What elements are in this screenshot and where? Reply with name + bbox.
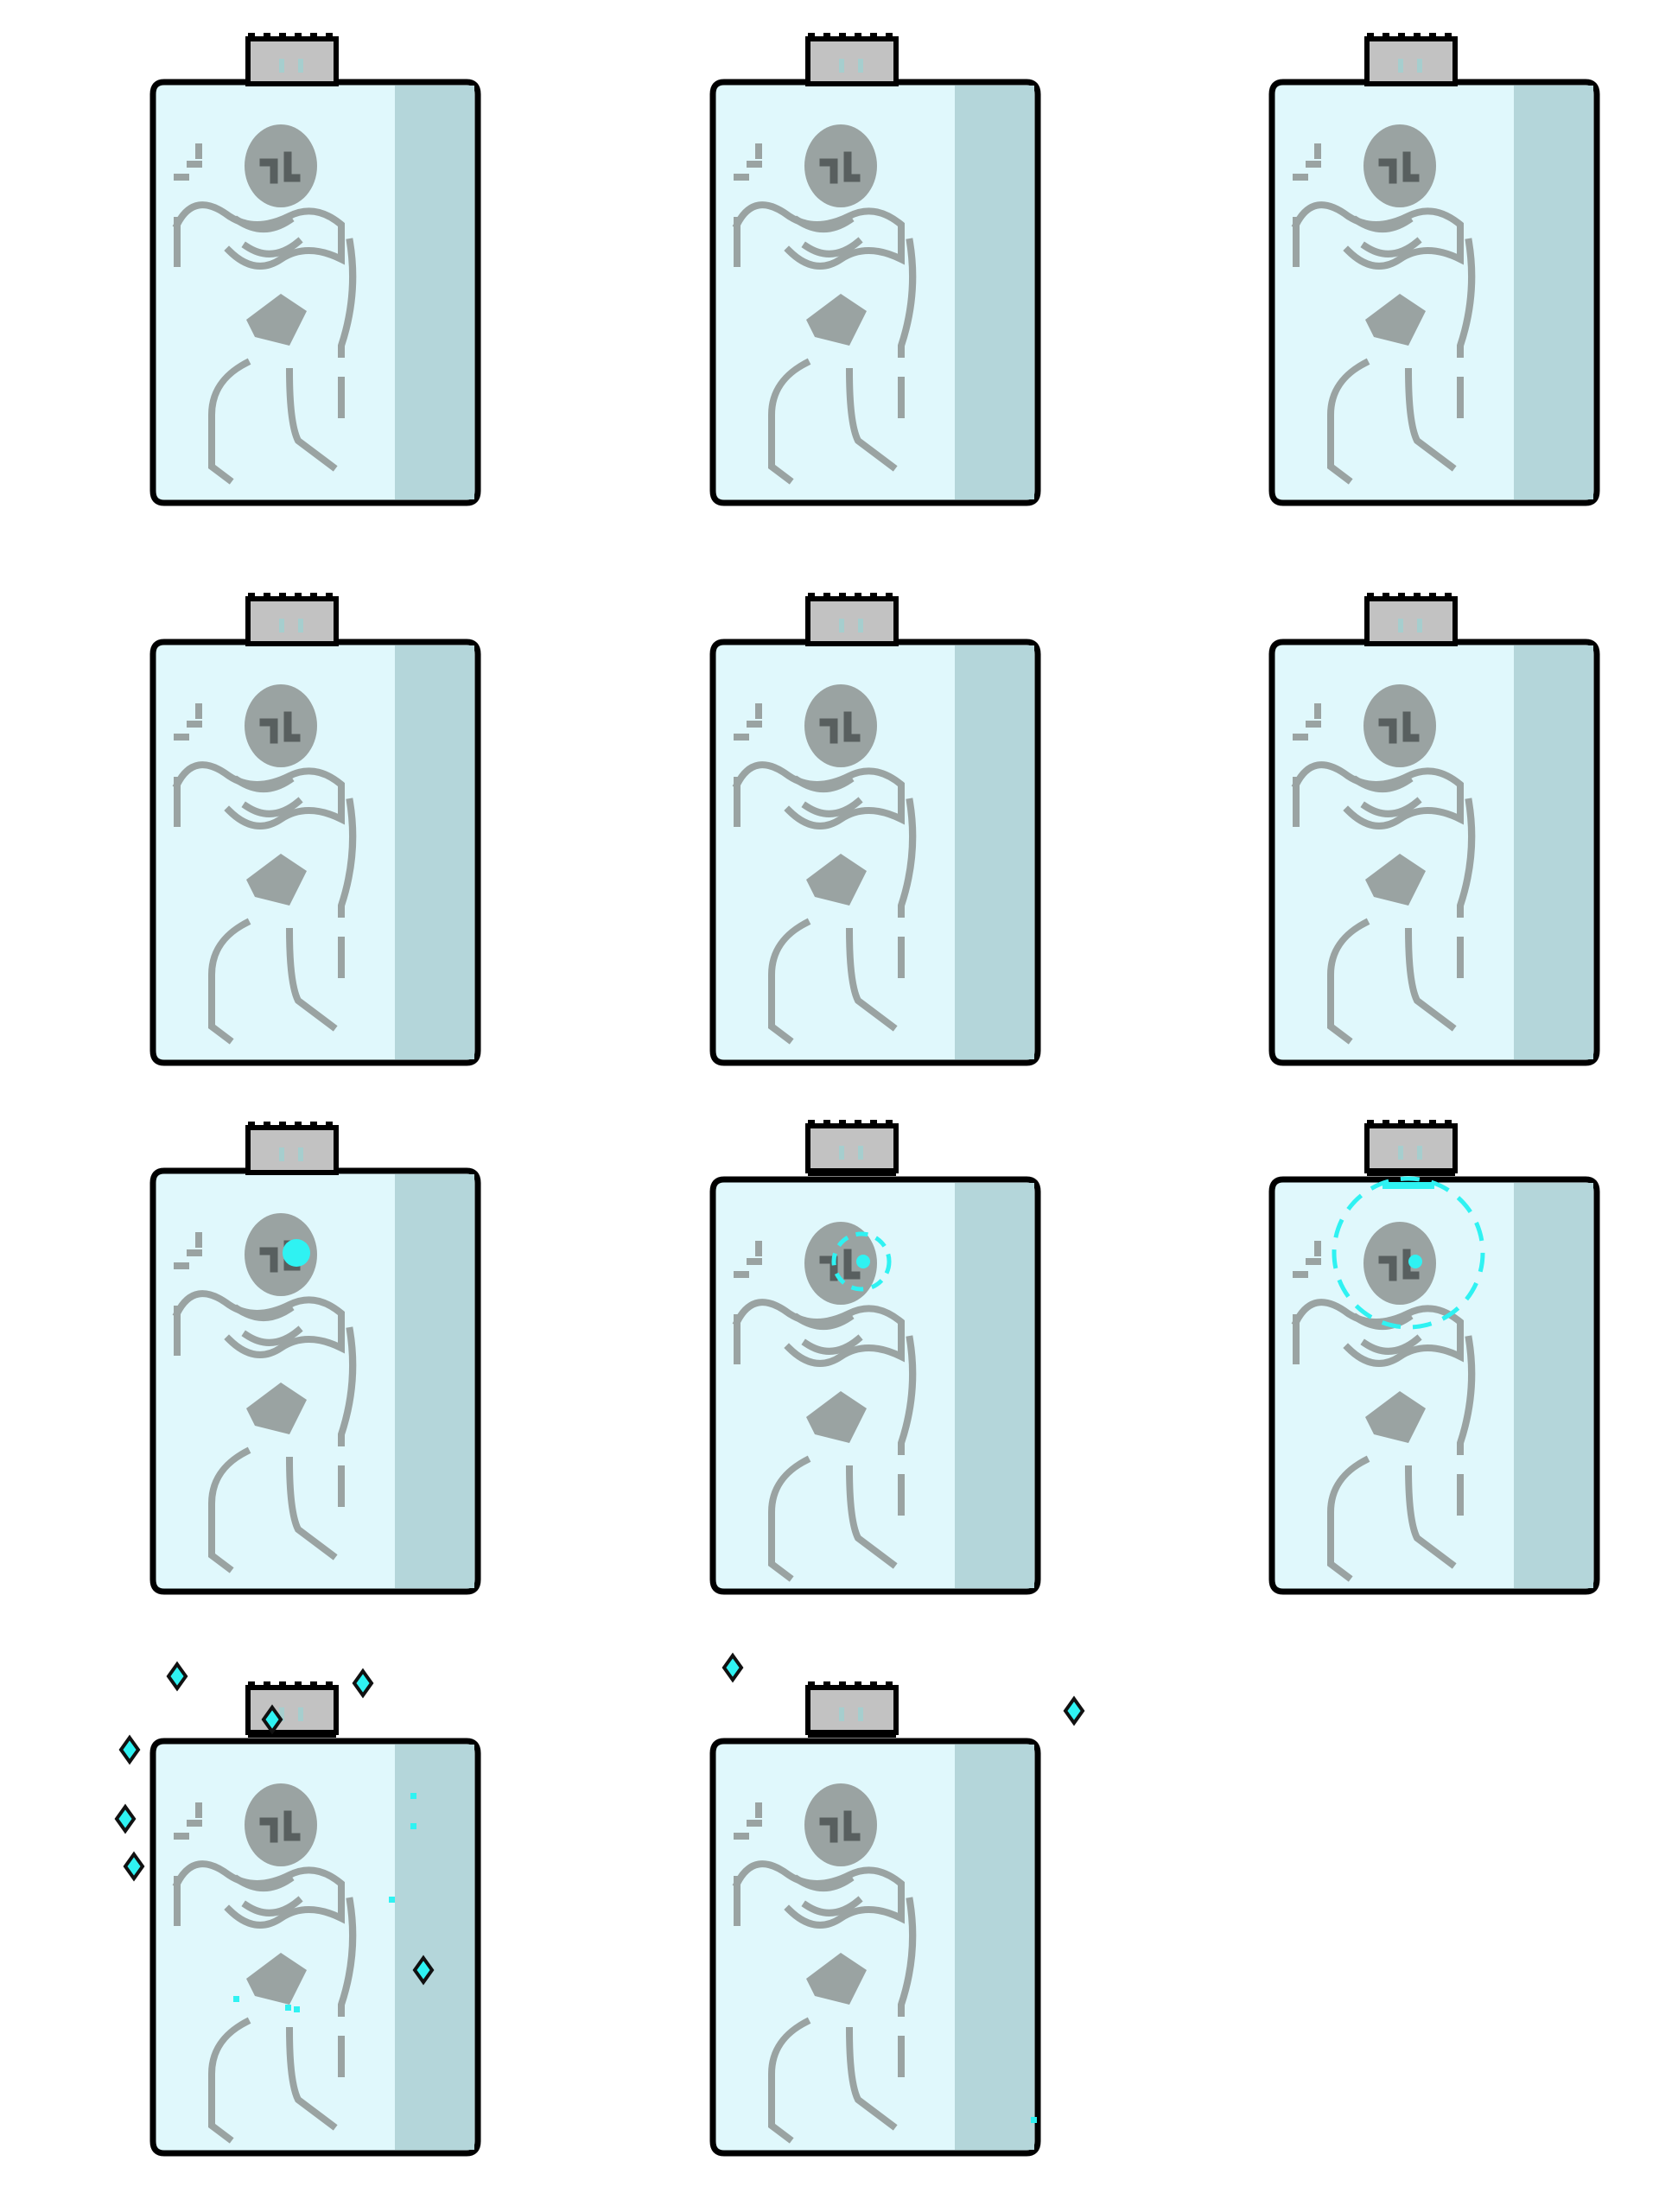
sprite-frame-3 [1268, 33, 1600, 506]
sprite-frame-4 [149, 593, 481, 1066]
jar-body [149, 79, 481, 506]
skeleton-figure [732, 1783, 917, 2144]
jar-body [709, 1738, 1041, 2157]
sprite-frame-2 [709, 33, 1041, 506]
effect-soul-ring [1332, 1176, 1485, 1330]
effect-sparkles [114, 1661, 435, 2012]
sprite-frame-9 [1268, 1120, 1600, 1595]
jar-cap [1364, 1120, 1458, 1176]
jar-body [1268, 79, 1600, 506]
skeleton-figure [732, 684, 917, 1045]
skeleton-figure [172, 684, 357, 1045]
skeleton-figure [1291, 124, 1476, 485]
jar-body [149, 1738, 481, 2157]
skeleton-figure [732, 1222, 917, 1582]
sprite-frame-11 [709, 1652, 1085, 2157]
jar-body [149, 1167, 481, 1595]
effect-fading-sparkles [721, 1652, 1085, 2123]
jar-cap [245, 593, 339, 646]
jar-body [1268, 1176, 1600, 1595]
jar-cap [805, 1681, 899, 1738]
skeleton-figure [732, 124, 917, 485]
jar-body [709, 1176, 1041, 1595]
skeleton-figure [172, 1213, 357, 1573]
jar-body [709, 639, 1041, 1066]
sprite-frame-6 [1268, 593, 1600, 1066]
jar-cap [805, 593, 899, 646]
jar-cap [1364, 33, 1458, 86]
effect-eye-glow [283, 1239, 310, 1267]
jar-body [1268, 639, 1600, 1066]
sprite-frame-7 [149, 1122, 481, 1595]
jar-cap [1364, 593, 1458, 646]
skeleton-figure [1291, 684, 1476, 1045]
skeleton-figure [172, 1783, 357, 2144]
jar-cap [805, 33, 899, 86]
jar-cap [245, 1122, 339, 1175]
sprite-frame-5 [709, 593, 1041, 1066]
jar-cap [245, 1681, 339, 1738]
jar-body [149, 639, 481, 1066]
sprite-frame-1 [149, 33, 481, 506]
sprite-frame-8 [709, 1120, 1041, 1595]
jar-cap [245, 33, 339, 86]
skeleton-figure [172, 124, 357, 485]
skeleton-figure [1291, 1222, 1476, 1582]
jar-cap [805, 1120, 899, 1176]
sprite-frame-10 [114, 1661, 481, 2157]
effect-eye-ring [831, 1231, 892, 1292]
jar-body [709, 79, 1041, 506]
